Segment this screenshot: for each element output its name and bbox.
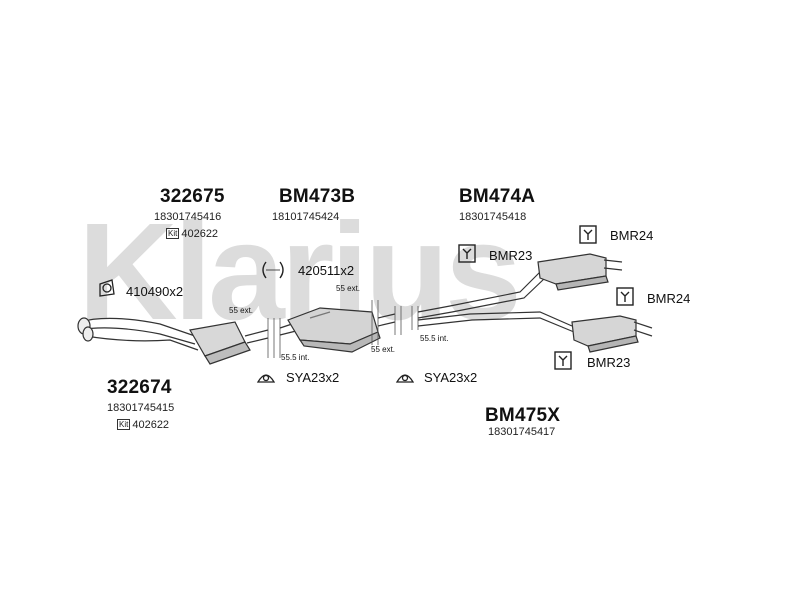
part-number-bm475x: BM475X <box>485 405 561 426</box>
oe-number: 18301745416 <box>154 211 222 223</box>
part-number-322675: 322675 <box>160 186 225 207</box>
oe-number: 18301745417 <box>488 426 556 438</box>
hanger-label: BMR23 <box>489 248 533 263</box>
oe-number: 18301745418 <box>459 211 527 223</box>
dimension-note: 55 ext. <box>336 284 361 293</box>
hanger-icon <box>616 287 634 306</box>
mounting-rubber-label: SYA23x2 <box>424 370 478 385</box>
gasket-icon <box>99 279 115 297</box>
part-number-322674: 322674 <box>107 377 172 398</box>
clamp-icon <box>262 261 284 279</box>
mounting-rubber-label: SYA23x2 <box>286 370 340 385</box>
part-number-bm474a: BM474A <box>459 186 536 207</box>
catalytic-converter <box>189 321 269 365</box>
part-number-bm473b: BM473B <box>279 186 356 207</box>
centre-silencer <box>279 307 396 353</box>
rear-pipes <box>417 271 575 333</box>
dimension-note: 55.5 int. <box>281 353 310 362</box>
dimension-note: 55 ext. <box>371 345 396 354</box>
rear-silencer-upper <box>537 253 623 291</box>
hanger-icon <box>458 244 476 263</box>
kit-value: 402622 <box>132 419 170 431</box>
rear-silencer-lower <box>571 315 653 353</box>
mounting-rubber-icon <box>256 374 276 383</box>
front-downpipe <box>77 317 199 351</box>
kit-tag: Kit <box>166 228 180 239</box>
mounting-rubber-icon <box>395 374 415 383</box>
hanger-label: BMR24 <box>647 291 691 306</box>
clamp-label: 420511x2 <box>298 263 355 278</box>
gasket-label: 410490x2 <box>126 284 184 299</box>
dimension-note: 55.5 int. <box>420 334 449 343</box>
hanger-label: BMR23 <box>587 355 631 370</box>
hanger-icon <box>554 351 572 370</box>
oe-number: 18101745424 <box>272 211 340 223</box>
dimension-note: 55 ext. <box>229 306 254 315</box>
kit-value: 402622 <box>181 228 219 240</box>
hanger-icon <box>579 225 597 244</box>
oe-number: 18301745415 <box>107 402 175 414</box>
kit-tag: Kit <box>117 419 131 430</box>
hanger-label: BMR24 <box>610 228 654 243</box>
